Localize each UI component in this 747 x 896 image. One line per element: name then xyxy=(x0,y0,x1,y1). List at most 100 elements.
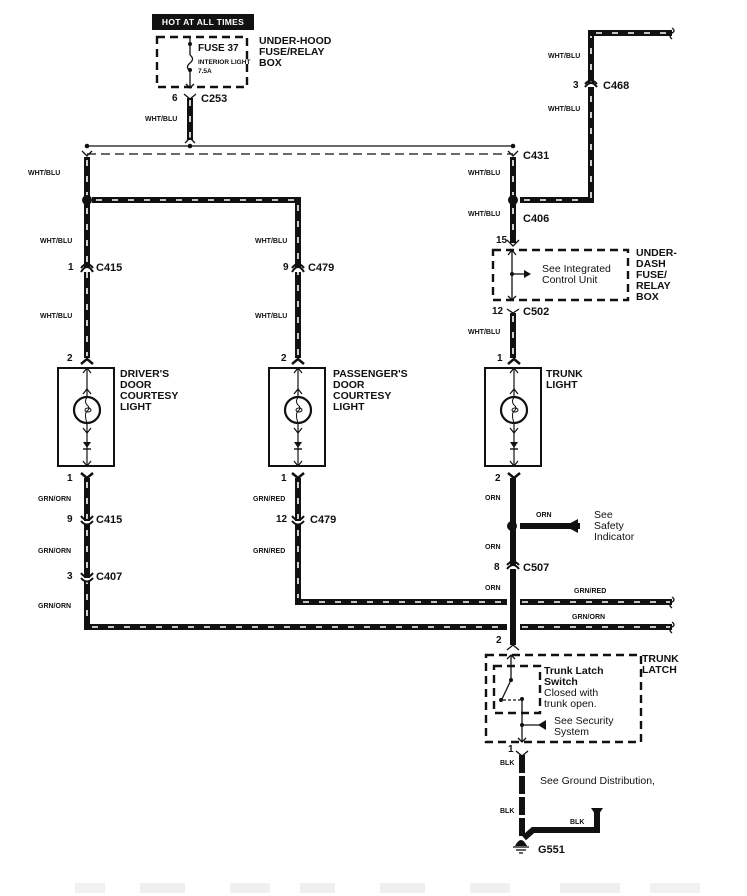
wire-label: WHT/BLU xyxy=(255,313,288,320)
c431-label: C431 xyxy=(523,150,550,162)
connector-icon xyxy=(507,357,521,365)
wire-label: WHT/BLU xyxy=(255,238,288,245)
wire-label: GRN/RED xyxy=(253,548,286,555)
trunk-latch-label: TRUNK LATCH xyxy=(642,653,679,676)
c468-label: C468 xyxy=(603,80,630,92)
driver-light-label: DRIVER'S DOOR COURTESY LIGHT xyxy=(120,368,179,413)
underdash-fuse-box-label: UNDER- DASH FUSE/ RELAY BOX xyxy=(636,247,677,303)
see-ground-distribution-note: See Ground Distribution, xyxy=(540,775,655,787)
wire-label: WHT/BLU xyxy=(548,53,581,60)
trunk-latch-pin-top: 2 xyxy=(496,635,502,646)
trunk-latch-switch-label: Trunk Latch Switch xyxy=(544,665,604,688)
c507-label: C507 xyxy=(523,562,550,574)
c415-pin: 1 xyxy=(68,262,74,273)
diode-icon xyxy=(83,442,91,448)
wire-label: ORN xyxy=(485,495,501,502)
passenger-light-pin-top: 2 xyxy=(281,353,287,364)
trunk-light-label: TRUNK LIGHT xyxy=(546,368,583,391)
fuse-circuit-label: INTERIOR LIGHT xyxy=(198,59,251,66)
power-bus xyxy=(81,143,519,157)
c502-top-pin: 15 xyxy=(496,235,508,246)
faint-watermark xyxy=(75,883,700,893)
lamp-housing xyxy=(57,367,115,467)
driver-courtesy-light xyxy=(57,357,115,480)
wire-label: GRN/ORN xyxy=(38,548,72,555)
trunk-light-pin-bottom: 2 xyxy=(495,473,501,484)
wire-label: BLK xyxy=(500,808,515,815)
c407-pin: 3 xyxy=(67,571,73,582)
wire-label: BLK xyxy=(570,819,585,826)
wire-trunk-branch-top xyxy=(508,27,675,243)
see-security-system-note: See Security System xyxy=(554,715,614,738)
c479-label: C479 xyxy=(308,262,335,274)
wire-label: WHT/BLU xyxy=(548,106,581,113)
see-safety-indicator-note: See Safety Indicator xyxy=(594,509,635,543)
wire-grn-orn xyxy=(80,478,675,634)
driver-light-pin-bottom: 1 xyxy=(67,473,73,484)
wire-label: ORN xyxy=(536,512,552,519)
wire-label: ORN xyxy=(485,585,501,592)
c406-label: C406 xyxy=(523,213,550,225)
wire-label: GRN/ORN xyxy=(572,614,606,621)
lamp-housing xyxy=(268,367,326,467)
connector-icon xyxy=(80,472,94,480)
passenger-courtesy-light xyxy=(268,357,326,480)
diode-icon xyxy=(294,442,302,448)
wire-label: WHT/BLU xyxy=(28,170,61,177)
wire-label: WHT/BLU xyxy=(468,329,501,336)
wire-grn-red xyxy=(291,478,675,609)
wire-label: GRN/RED xyxy=(253,496,286,503)
c415-label: C415 xyxy=(96,262,123,274)
wire-label: WHT/BLU xyxy=(40,313,73,320)
ground-icon xyxy=(513,840,529,854)
wire-label: ORN xyxy=(485,544,501,551)
c502-label: C502 xyxy=(523,306,550,318)
passenger-light-pin-bottom: 1 xyxy=(281,473,287,484)
wire-label: WHT/BLU xyxy=(145,116,178,123)
wire-c253-bus xyxy=(183,93,197,144)
fuse-label: FUSE 37 xyxy=(198,43,239,54)
c479-pin: 9 xyxy=(283,262,289,273)
c407-label: C407 xyxy=(96,571,123,583)
underdash-fuse-box xyxy=(491,239,630,358)
wire-blk xyxy=(513,755,603,854)
wire-label: GRN/ORN xyxy=(38,496,72,503)
underhood-fuse-box xyxy=(155,35,249,89)
bulb-icon xyxy=(283,395,313,425)
c507-pin: 8 xyxy=(494,562,500,573)
bulb-icon xyxy=(72,395,102,425)
underhood-fuse-box-label: UNDER-HOOD FUSE/RELAY BOX xyxy=(259,35,332,69)
wire-label: BLK xyxy=(500,760,515,767)
wire-driver-branch xyxy=(80,157,305,358)
c253-pin: 6 xyxy=(172,93,178,104)
driver-light-pin-top: 2 xyxy=(67,353,73,364)
c479-bottom-label: C479 xyxy=(310,514,337,526)
fuse-rating-label: 7.5A xyxy=(198,68,212,75)
bulb-icon xyxy=(499,395,529,425)
c468-pin: 3 xyxy=(573,80,579,91)
hot-at-all-times-badge: HOT AT ALL TIMES xyxy=(152,14,254,30)
wire-orn xyxy=(506,478,580,651)
trunk-latch-pin-bottom: 1 xyxy=(508,744,514,755)
trunk-latch-box xyxy=(484,653,643,757)
trunk-light-pin-top: 1 xyxy=(497,353,503,364)
diode-icon xyxy=(510,442,518,448)
c253-label: C253 xyxy=(201,93,228,105)
c415-bottom-pin: 9 xyxy=(67,514,73,525)
wire-label: GRN/RED xyxy=(574,588,607,595)
connector-icon xyxy=(507,472,521,480)
lamp-housing xyxy=(484,367,542,467)
c479-bottom-pin: 12 xyxy=(276,514,288,525)
c502-bottom-pin: 12 xyxy=(492,306,504,317)
passenger-light-label: PASSENGER'S DOOR COURTESY LIGHT xyxy=(333,368,408,413)
fuse-icon xyxy=(186,54,194,72)
connector-icon xyxy=(291,357,305,365)
wire-label: WHT/BLU xyxy=(468,170,501,177)
trunk-latch-switch-note: Closed with trunk open. xyxy=(544,687,599,710)
see-integrated-control-unit-note: See Integrated Control Unit xyxy=(542,263,611,286)
wire-label: GRN/ORN xyxy=(38,603,72,610)
trunk-light xyxy=(484,357,542,480)
wire-label: WHT/BLU xyxy=(40,238,73,245)
wire-label: WHT/BLU xyxy=(468,211,501,218)
